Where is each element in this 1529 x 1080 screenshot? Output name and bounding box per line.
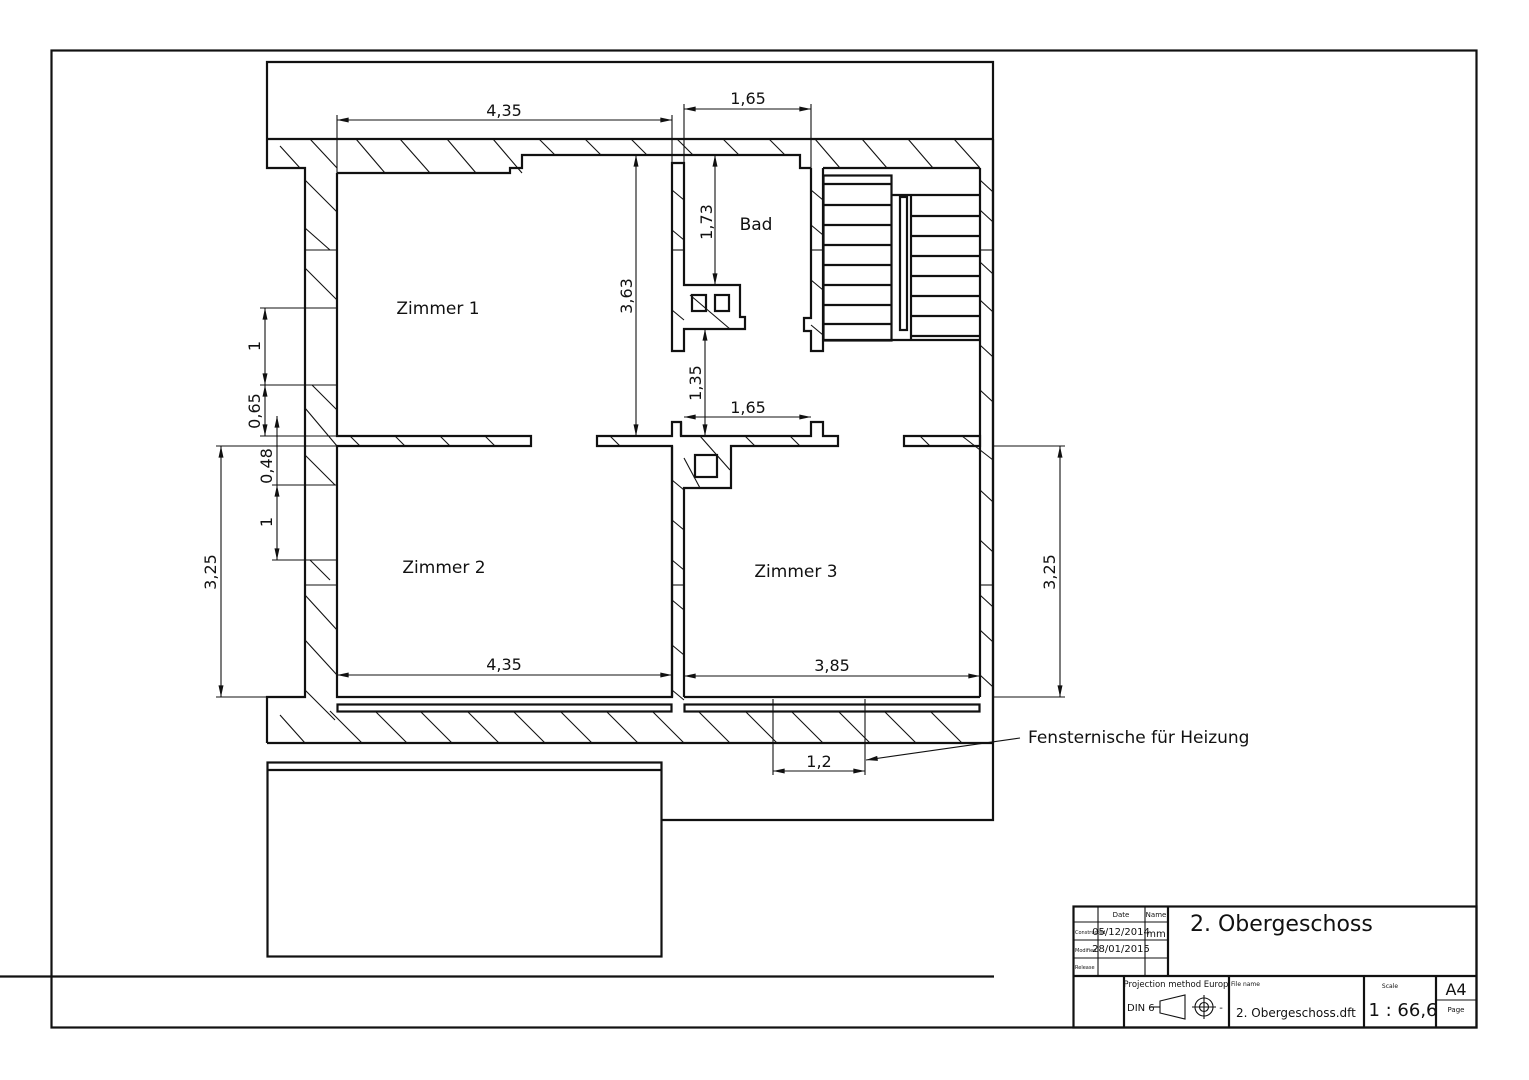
dim-bad-depth: 1,73 (697, 204, 716, 240)
dim-zimmer1-depth: 3,63 (617, 278, 636, 314)
room-label-bad: Bad (740, 215, 773, 235)
dim-right-zimmer3-depth: 3,25 (1040, 554, 1059, 590)
tb-modified-date: 28/01/2015 (1092, 944, 1150, 955)
tb-constructed-label: Constructed (1075, 930, 1105, 936)
tb-projection-label: Projection method Europ (1124, 980, 1229, 990)
dimension-lines (216, 104, 1065, 775)
dim-corridor-depth: 1,35 (686, 365, 705, 401)
tb-filename: 2. Obergeschoss.dft (1236, 1006, 1356, 1020)
wall-hatching (279, 138, 994, 744)
tb-filename-label: File name (1231, 981, 1260, 988)
tb-page-label: Page (1448, 1006, 1465, 1014)
room-labels: Zimmer 1 Zimmer 2 Zimmer 3 Bad Fensterni… (396, 215, 1249, 748)
dim-left-window1: 1 (245, 341, 264, 351)
tb-release-label: Release (1075, 965, 1095, 971)
dim-bottom-zimmer2: 4,35 (486, 655, 522, 674)
dimension-labels: 4,35 1,65 1,73 3,63 1,35 1,65 1 0,65 0,4… (201, 89, 1059, 771)
tb-title: 2. Obergeschoss (1190, 912, 1373, 937)
dim-bottom-zimmer3: 3,85 (814, 656, 850, 675)
walls (265, 139, 995, 743)
room-label-zimmer-1: Zimmer 1 (396, 299, 479, 319)
dim-left-zimmer2-depth: 3,25 (201, 554, 220, 590)
dim-top-zimmer1: 4,35 (486, 101, 522, 120)
room-label-zimmer-3: Zimmer 3 (754, 562, 837, 582)
drawing-frame (0, 49, 1478, 1029)
title-block: Date Name Constructed Modified Release 0… (1072, 905, 1478, 1029)
tb-scale-label: Scale (1382, 983, 1398, 990)
tb-name-header: Name (1146, 911, 1167, 919)
tb-unit: mm (1146, 929, 1165, 940)
tb-modified-label: Modified (1075, 948, 1096, 954)
dim-top-bad: 1,65 (730, 89, 766, 108)
tb-scale: 1 : 66,6 (1368, 1000, 1437, 1021)
dim-window-niche: 1,2 (806, 752, 831, 771)
tb-paper-size: A4 (1445, 980, 1466, 999)
room-label-zimmer-2: Zimmer 2 (402, 558, 485, 578)
dim-left-window2: 1 (257, 517, 276, 527)
tb-constructed-date: 05/12/2014 (1092, 927, 1150, 938)
tb-projection-dash: - (1219, 1003, 1223, 1014)
dim-left-065: 0,65 (245, 393, 264, 429)
staircase (822, 174, 980, 342)
dim-corridor-width: 1,65 (730, 398, 766, 417)
tb-projection-standard: DIN 6 (1127, 1003, 1155, 1014)
building-outline (265, 60, 995, 958)
projection-symbol-icon (1150, 994, 1216, 1020)
dim-left-048: 0,48 (257, 448, 276, 484)
tb-date-header: Date (1113, 911, 1130, 919)
annotation-window-niche: Fensternische für Heizung (1028, 728, 1249, 748)
